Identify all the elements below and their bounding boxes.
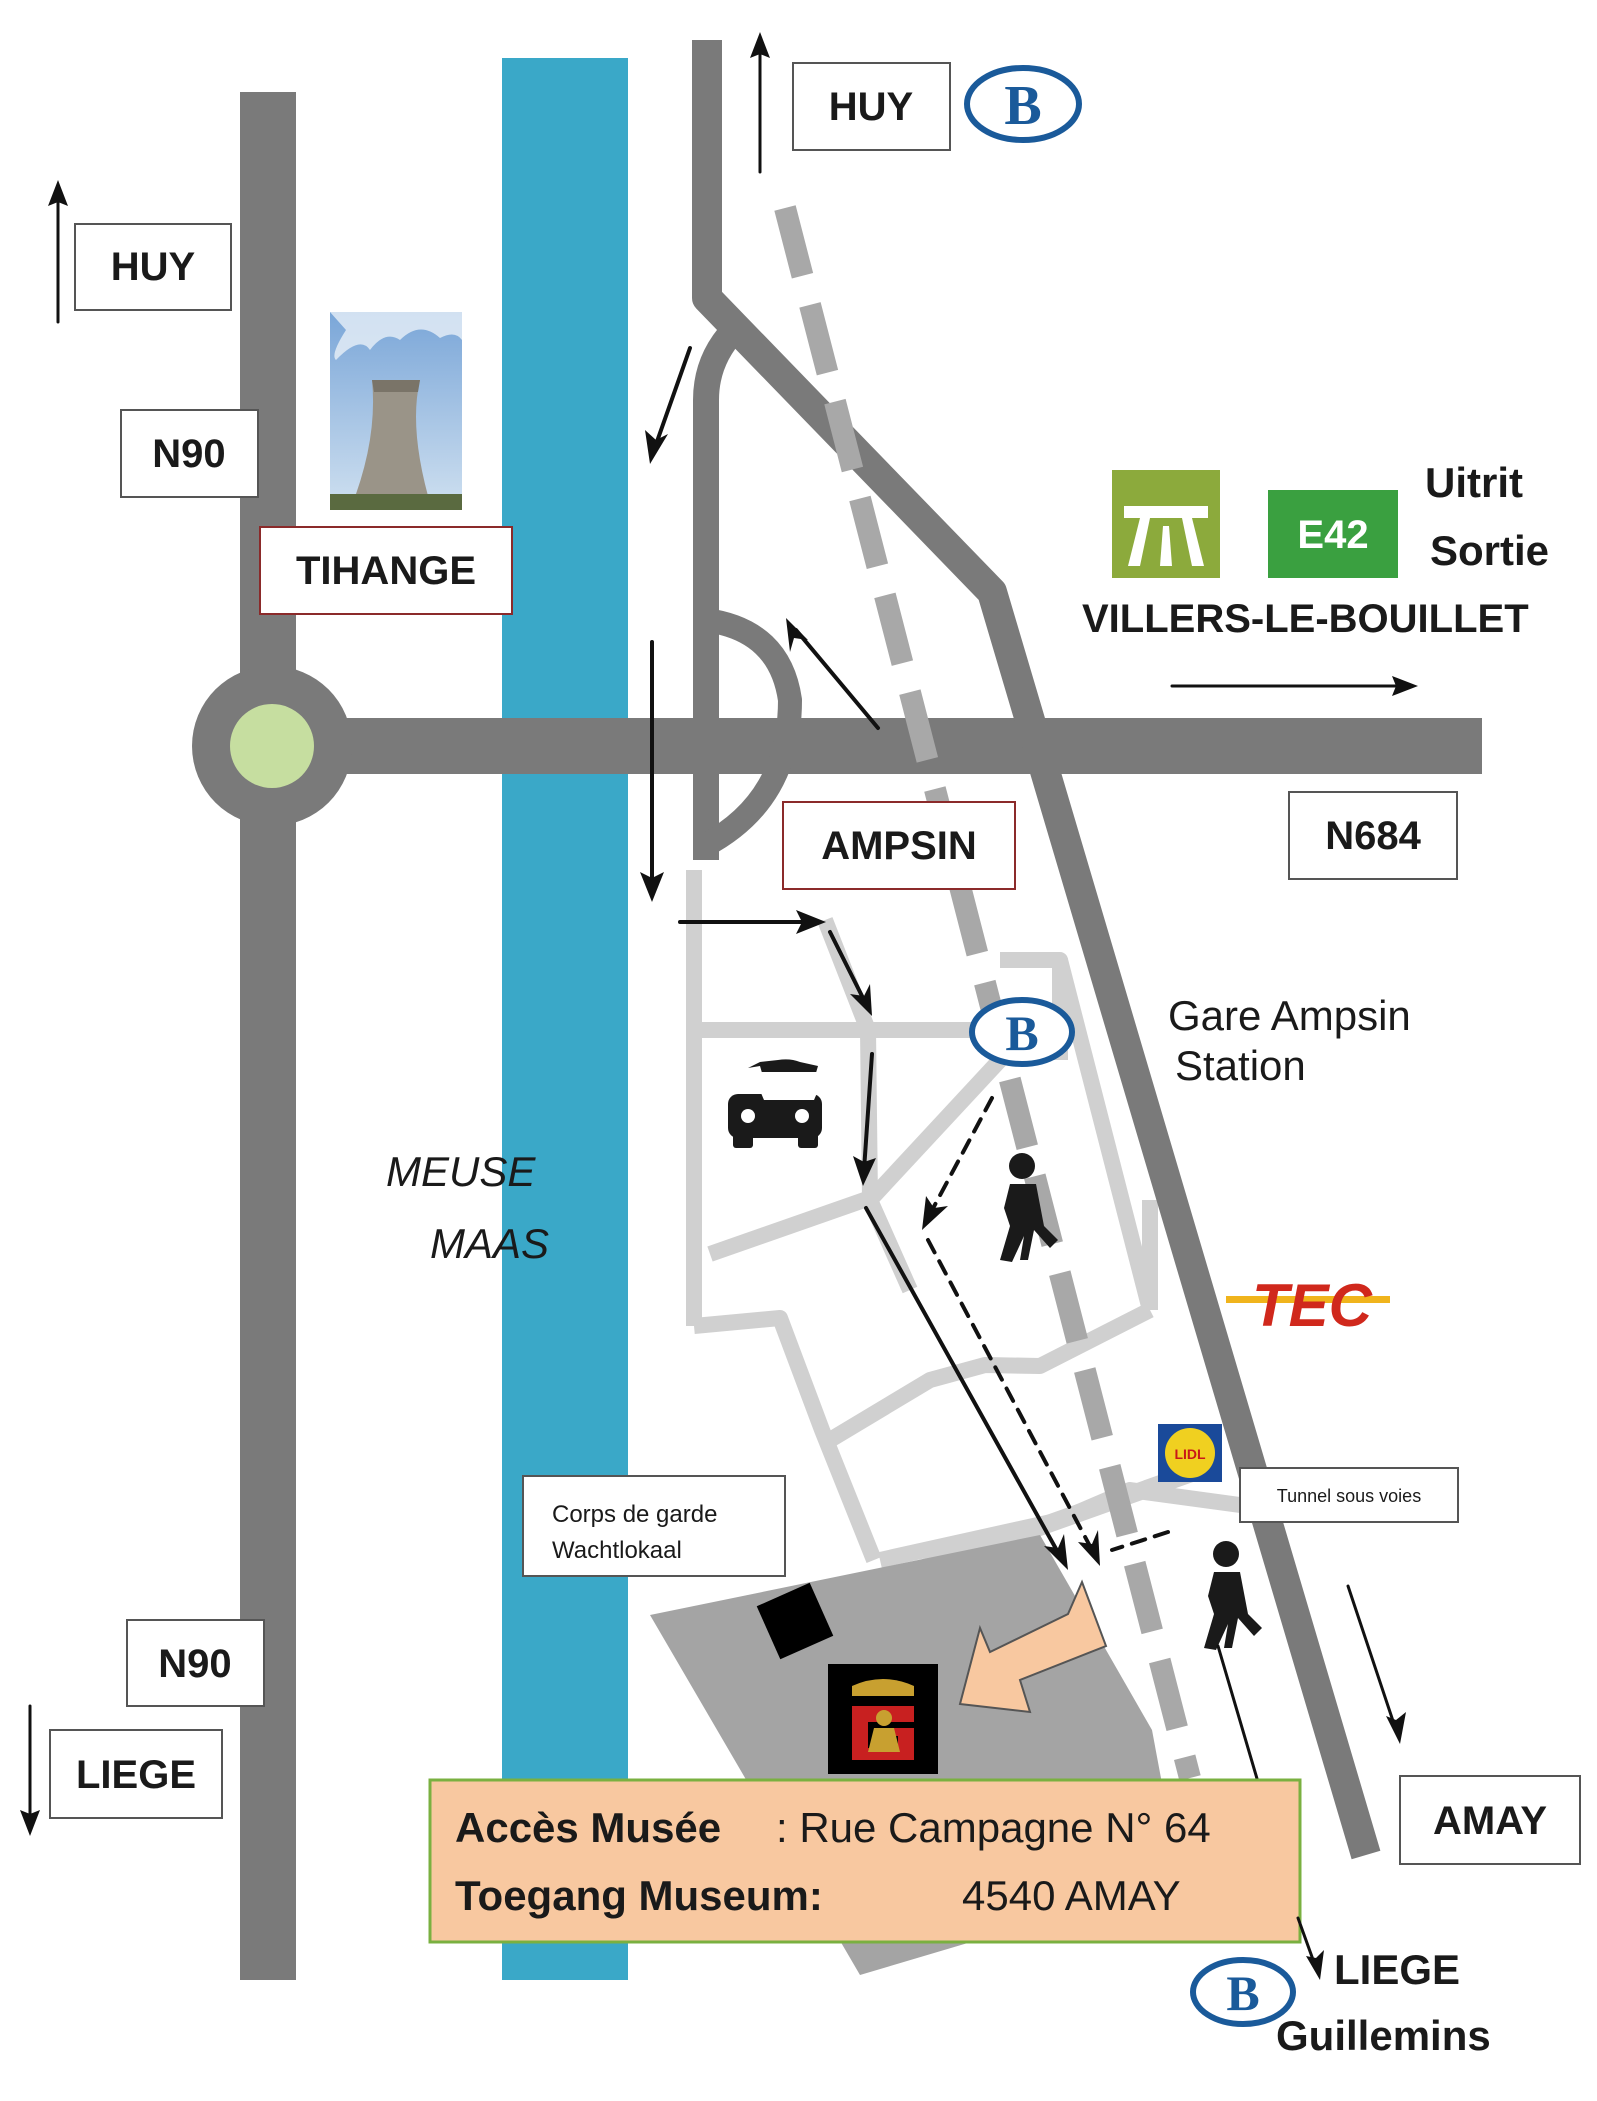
railway [774, 205, 1201, 1781]
n90-bottom-label: N90 [158, 1642, 231, 1686]
uitrit-label: Uitrit [1425, 459, 1523, 506]
sncb-bottom-letter: B [1226, 1965, 1259, 2021]
liege-left-sign [49, 1729, 223, 1819]
cooling-tower-icon [330, 312, 462, 510]
e42-sign [1268, 490, 1398, 578]
corps-de-garde-sign [522, 1475, 786, 1577]
meuse-label: MEUSE [386, 1148, 536, 1195]
ampsin-label: AMPSIN [821, 824, 977, 868]
gare-label-line1: Gare Ampsin [1168, 992, 1411, 1039]
lidl-label: LIDL [1174, 1446, 1206, 1462]
liege-left-arrow [20, 1704, 40, 1836]
guillemins-label: Guillemins [1276, 2012, 1491, 2059]
amay-arrow [1346, 1584, 1406, 1744]
tunnel-sign [1239, 1467, 1459, 1523]
car-icon [728, 1059, 826, 1148]
sncb-bottom-logo-icon: B [1190, 1957, 1296, 2027]
corps-label-line2: Wachtlokaal [552, 1537, 682, 1564]
tunnel-label: Tunnel sous voies [1277, 1486, 1421, 1506]
access-box [428, 1778, 1302, 1944]
museum-logo-icon [828, 1664, 938, 1774]
guard-house [756, 1582, 834, 1660]
sncb-station-letter: B [1005, 1005, 1038, 1061]
sncb-letter: B [1004, 75, 1041, 137]
access-value-nl: 4540 AMAY [962, 1872, 1181, 1919]
n90-top-label: N90 [152, 432, 225, 476]
roundabout-center [230, 704, 314, 788]
amay-label: AMAY [1433, 1799, 1547, 1843]
pedestrian-icon [1000, 1153, 1058, 1262]
n684-road [256, 718, 1482, 774]
huy-top-sign [792, 62, 951, 151]
tihange-label: TIHANGE [296, 549, 476, 593]
n684-sign [1288, 791, 1458, 880]
access-value-fr: : Rue Campagne N° 64 [776, 1804, 1211, 1851]
sortie-label: Sortie [1430, 527, 1549, 574]
access-label-fr: Accès Musée [455, 1804, 721, 1851]
liege-bottom-label: LIEGE [1334, 1946, 1460, 1993]
n90-top-sign [120, 409, 259, 498]
huy-north-arrow [750, 32, 770, 174]
huy-left-sign [74, 223, 232, 311]
liege-left-label: LIEGE [76, 1753, 196, 1797]
sncb-station-logo-icon: B [969, 997, 1075, 1067]
lidl-logo-icon: LIDL [1158, 1424, 1222, 1482]
huy-left-arrow [48, 180, 68, 324]
sncb-logo-icon: B [964, 65, 1082, 143]
route-arrows [640, 346, 1068, 1570]
e42-label: E42 [1297, 513, 1368, 557]
maas-label: MAAS [430, 1220, 549, 1267]
access-label-nl: Toegang Museum: [455, 1872, 823, 1919]
huy-top-label: HUY [829, 85, 914, 129]
highway-icon [1112, 470, 1220, 578]
gare-label-line2: Station [1175, 1042, 1306, 1089]
amay-sign [1399, 1775, 1581, 1865]
liege-guillemins-arrow [1296, 1916, 1324, 1980]
local-streets [686, 870, 1242, 1621]
huy-left-label: HUY [111, 245, 196, 289]
ampsin-sign [782, 801, 1016, 890]
meuse-river [502, 58, 628, 1980]
tihange-sign [259, 526, 513, 615]
pedestrian-route-arrows [922, 1096, 1170, 1566]
direction-arrow-icon [1170, 676, 1418, 696]
pedestrian-icon-lower [1204, 1541, 1262, 1650]
tec-label: TEC [1252, 1272, 1374, 1339]
corps-label-line1: Corps de garde [552, 1501, 717, 1528]
museum-pointer-arrow [958, 1579, 1108, 1714]
n90-bottom-sign [126, 1619, 265, 1707]
n684-label: N684 [1325, 814, 1421, 858]
pedestrian-path-line [1216, 1644, 1260, 1784]
tec-logo-icon: TEC [1226, 1272, 1390, 1339]
villers-label: VILLERS-LE-BOUILLET [1082, 597, 1529, 641]
